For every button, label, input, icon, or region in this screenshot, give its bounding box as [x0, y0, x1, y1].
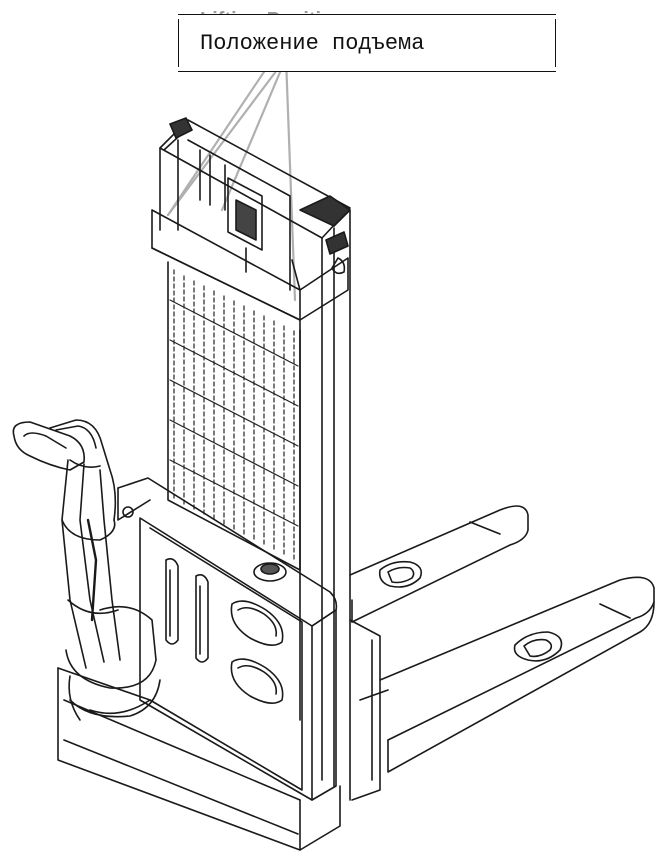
fork-rear [349, 505, 529, 623]
body-housing [57, 477, 341, 851]
leader-lines [166, 56, 297, 302]
fork-carriage [349, 619, 389, 801]
tiller-handle [12, 419, 161, 718]
mast [151, 117, 351, 801]
lifting-position-callout: Положение подъема [178, 14, 556, 72]
fork-front [379, 576, 655, 773]
